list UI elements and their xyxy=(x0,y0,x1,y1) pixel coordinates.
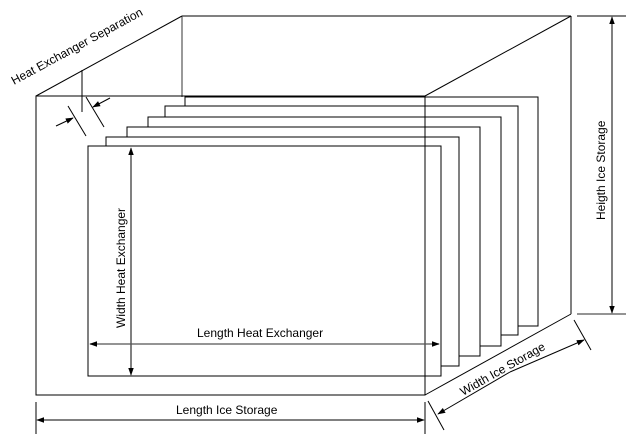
box-top-left-diagonal xyxy=(35,15,183,97)
separation-arrow-left xyxy=(55,117,74,127)
label-length-ice-storage: Length Ice Storage xyxy=(176,403,278,417)
box-top-right-diagonal xyxy=(424,15,572,97)
length-ice-storage-dimension: Length Ice Storage xyxy=(35,402,426,434)
box-bottom-right-diagonal xyxy=(424,313,572,396)
heat-exchanger-separation-dimension: Heat Exchanger Separation xyxy=(9,5,145,137)
width-heat-exchanger-dimension: Width Heat Exchanger xyxy=(114,147,157,377)
separation-arrow-right xyxy=(92,97,111,108)
width-storage-extension-front xyxy=(427,400,445,431)
ice-storage-box xyxy=(35,15,572,396)
separation-extension-line xyxy=(67,105,87,137)
box-front-face xyxy=(35,95,426,396)
width-storage-extension-back xyxy=(573,319,592,351)
width-storage-arrow-back xyxy=(509,339,585,373)
heat-exchanger-plate-front xyxy=(87,145,442,377)
width-storage-arrow-front xyxy=(437,371,511,415)
label-width-heat-exchanger: Width Heat Exchanger xyxy=(114,208,128,328)
separation-extension-line xyxy=(85,96,105,128)
label-height-ice-storage: Heigth Ice Storage xyxy=(594,120,608,220)
heat-exchanger-plates xyxy=(87,96,539,377)
length-heat-exchanger-dimension: Length Heat Exchanger xyxy=(87,326,442,376)
label-heat-exchanger-separation: Heat Exchanger Separation xyxy=(9,5,145,88)
height-ice-storage-dimension: Heigth Ice Storage xyxy=(577,15,626,315)
label-length-heat-exchanger: Length Heat Exchanger xyxy=(197,326,323,340)
